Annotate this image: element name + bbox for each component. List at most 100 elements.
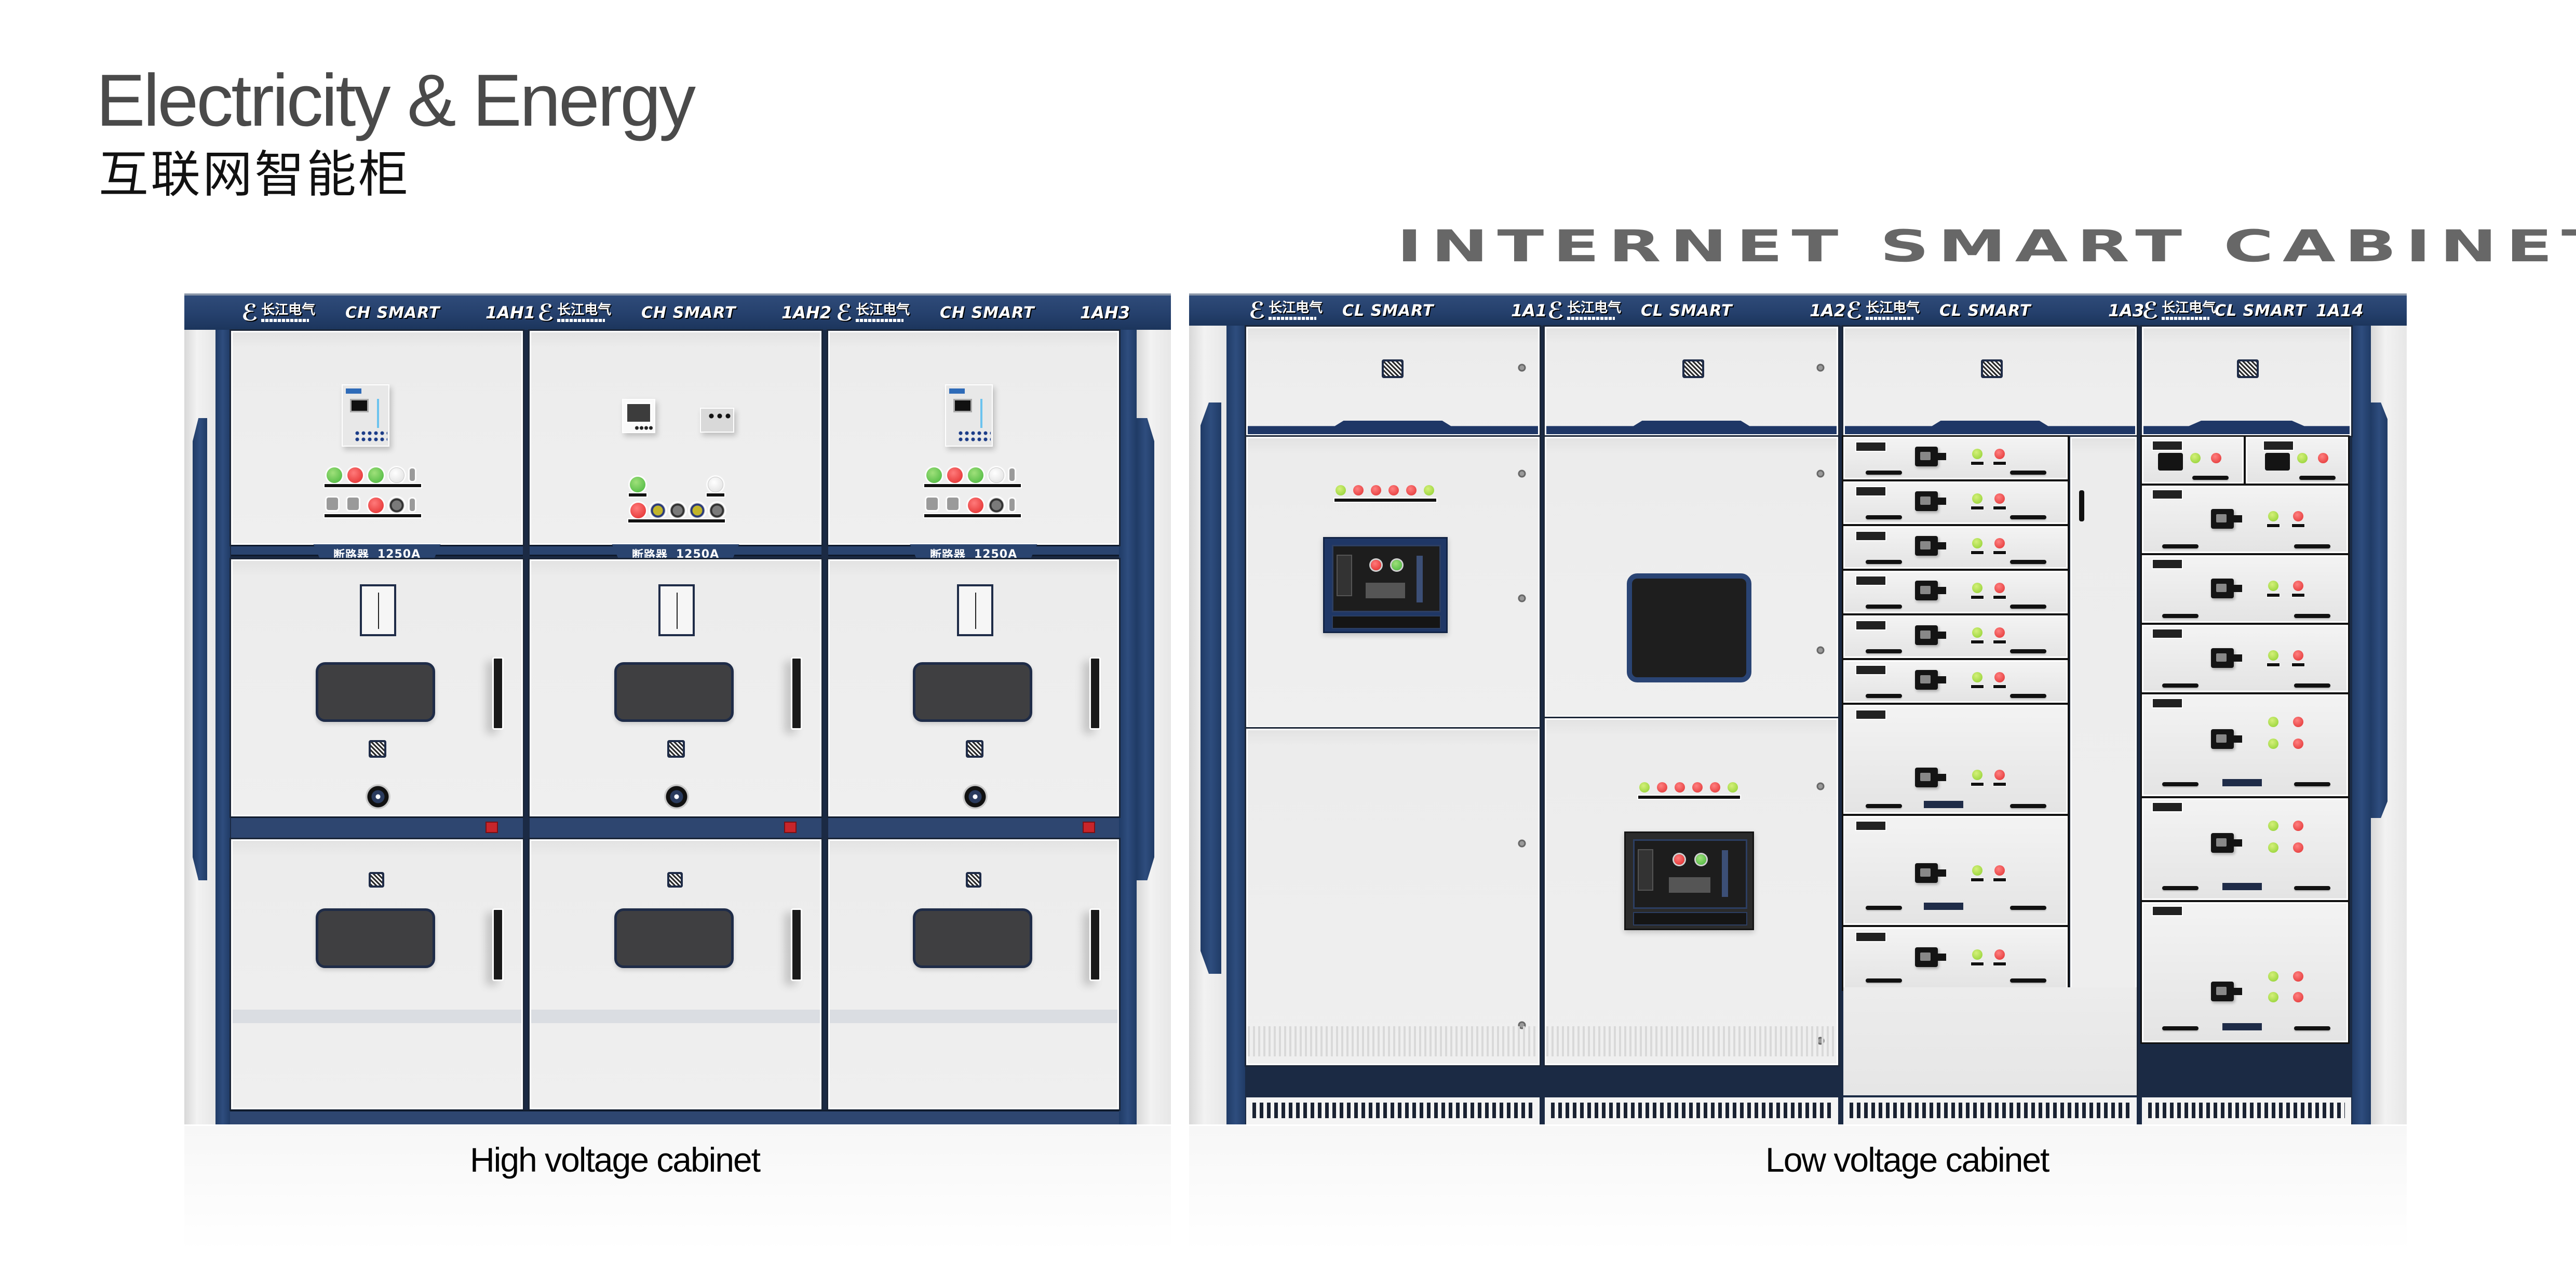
rotary-handle[interactable] <box>1915 863 1946 883</box>
drawer-unit[interactable] <box>1842 525 2069 570</box>
rotary-handle[interactable] <box>1915 670 1946 690</box>
door-handle[interactable] <box>791 657 802 730</box>
top-compartment-door[interactable] <box>2140 325 2353 437</box>
qr-code-icon[interactable] <box>1382 359 1404 378</box>
protection-relay[interactable] <box>945 384 993 447</box>
trip-unit[interactable] <box>1337 555 1352 596</box>
drawer-pull-left[interactable] <box>1866 978 1902 983</box>
drawer-pull[interactable] <box>2192 476 2229 480</box>
rotary-handle[interactable] <box>1915 947 1946 967</box>
yellow-push-button[interactable] <box>690 503 705 518</box>
cable-compartment-door[interactable] <box>230 838 524 1111</box>
rotary-handle[interactable] <box>1915 625 1946 645</box>
rotary-handle[interactable] <box>1915 491 1946 511</box>
rotary-handle[interactable] <box>2211 833 2242 853</box>
drawer-pull-right[interactable] <box>2010 560 2046 564</box>
instrument-compartment-door[interactable] <box>230 329 524 546</box>
drawer-pull-left[interactable] <box>1866 605 1902 609</box>
drawer-pull-right[interactable] <box>2294 1026 2330 1030</box>
door-handle[interactable] <box>791 908 802 981</box>
cable-side-door[interactable] <box>2069 435 2138 1097</box>
selector-switch[interactable] <box>1009 468 1015 481</box>
operating-shaft-knob[interactable] <box>366 784 390 809</box>
drawer-pull-right[interactable] <box>2294 544 2330 548</box>
toggle-switch[interactable] <box>947 498 959 510</box>
half-drawer-unit[interactable] <box>2140 435 2245 485</box>
qr-code-icon[interactable] <box>1682 359 1704 378</box>
qr-code-icon[interactable] <box>667 872 683 888</box>
breaker-compartment-door[interactable] <box>230 558 524 818</box>
drawer-unit-double-lamp[interactable] <box>2140 797 2350 902</box>
charging-handle[interactable] <box>1417 556 1423 602</box>
rotary-handle[interactable] <box>2211 579 2242 598</box>
drawer-unit-double-lamp[interactable] <box>2140 693 2350 798</box>
racking-panel[interactable] <box>1332 615 1441 629</box>
drawer-unit[interactable] <box>2140 554 2350 624</box>
meter-buttons[interactable] <box>635 426 653 430</box>
drawer-unit[interactable] <box>1842 925 2069 991</box>
breaker-compartment-door[interactable] <box>827 558 1121 818</box>
toggle-switch[interactable] <box>327 498 338 510</box>
drawer-unit[interactable] <box>1842 569 2069 615</box>
drawer-pull-right[interactable] <box>2010 694 2046 698</box>
instrument-compartment-door[interactable] <box>528 329 823 546</box>
drawer-pull-left[interactable] <box>2162 782 2199 786</box>
drawer-unit-double-lamp[interactable] <box>2140 901 2350 1044</box>
main-breaker-door[interactable] <box>1245 435 1541 729</box>
top-compartment-door[interactable] <box>1842 325 2138 437</box>
top-compartment-door[interactable] <box>1543 325 1840 437</box>
drawer-pull-left[interactable] <box>2162 683 2199 688</box>
rotary-handle[interactable] <box>1915 536 1946 556</box>
trip-unit[interactable] <box>1638 849 1653 891</box>
qr-code-icon[interactable] <box>369 740 386 758</box>
rotary-handle[interactable] <box>1915 581 1946 600</box>
toggle-switch[interactable] <box>926 498 938 510</box>
drawer-unit[interactable] <box>1842 480 2069 526</box>
cable-compartment-door[interactable] <box>827 838 1121 1111</box>
drawer-unit[interactable] <box>1842 435 2069 481</box>
door-handle[interactable] <box>1089 908 1101 981</box>
drawer-pull-left[interactable] <box>1866 560 1902 564</box>
off-button[interactable] <box>1674 854 1684 865</box>
black-push-button[interactable] <box>389 498 404 513</box>
black-push-button[interactable] <box>709 503 725 518</box>
drawer-pull-right[interactable] <box>2010 649 2046 653</box>
drawer-pull-right[interactable] <box>2010 804 2046 808</box>
selector-switch[interactable] <box>410 468 415 481</box>
red-push-button[interactable] <box>368 498 384 513</box>
half-drawer-unit[interactable] <box>2244 435 2350 485</box>
drawer-pull-right[interactable] <box>2010 471 2046 475</box>
drawer-pull-left[interactable] <box>1866 515 1902 519</box>
breaker-door[interactable] <box>1543 717 1840 1067</box>
qr-code-icon[interactable] <box>1981 359 2003 378</box>
qr-code-icon[interactable] <box>966 740 983 758</box>
drawer-pull-left[interactable] <box>1866 649 1902 653</box>
drawer-pull-right[interactable] <box>2294 614 2330 618</box>
drawer-pull-right[interactable] <box>2010 605 2046 609</box>
drawer-unit[interactable] <box>2140 484 2350 555</box>
relay-keypad[interactable] <box>957 430 991 441</box>
relay-keypad[interactable] <box>354 430 387 441</box>
red-push-button[interactable] <box>630 503 646 518</box>
rotary-handle[interactable] <box>2265 453 2290 471</box>
drawer-unit-large[interactable] <box>1842 703 2069 815</box>
rotary-handle[interactable] <box>1915 447 1946 466</box>
drawer-pull-right[interactable] <box>2010 906 2046 910</box>
black-push-button[interactable] <box>989 498 1004 513</box>
rotary-handle[interactable] <box>2211 982 2242 1001</box>
operating-shaft-knob[interactable] <box>963 784 988 809</box>
drawer-pull[interactable] <box>2299 476 2336 480</box>
rotary-handle[interactable] <box>2211 648 2242 668</box>
operating-shaft-knob[interactable] <box>664 784 689 809</box>
charging-handle[interactable] <box>1722 850 1728 897</box>
door-handle[interactable] <box>492 657 504 730</box>
black-push-button[interactable] <box>670 503 685 518</box>
display-door[interactable] <box>1543 435 1840 719</box>
drawer-pull-right[interactable] <box>2010 978 2046 983</box>
air-circuit-breaker[interactable] <box>1624 831 1754 930</box>
racking-panel[interactable] <box>1633 912 1747 925</box>
drawer-unit[interactable] <box>1842 614 2069 660</box>
drawer-pull-left[interactable] <box>2162 886 2199 890</box>
drawer-pull-left[interactable] <box>2162 1026 2199 1030</box>
selector-switch[interactable] <box>1009 499 1015 511</box>
